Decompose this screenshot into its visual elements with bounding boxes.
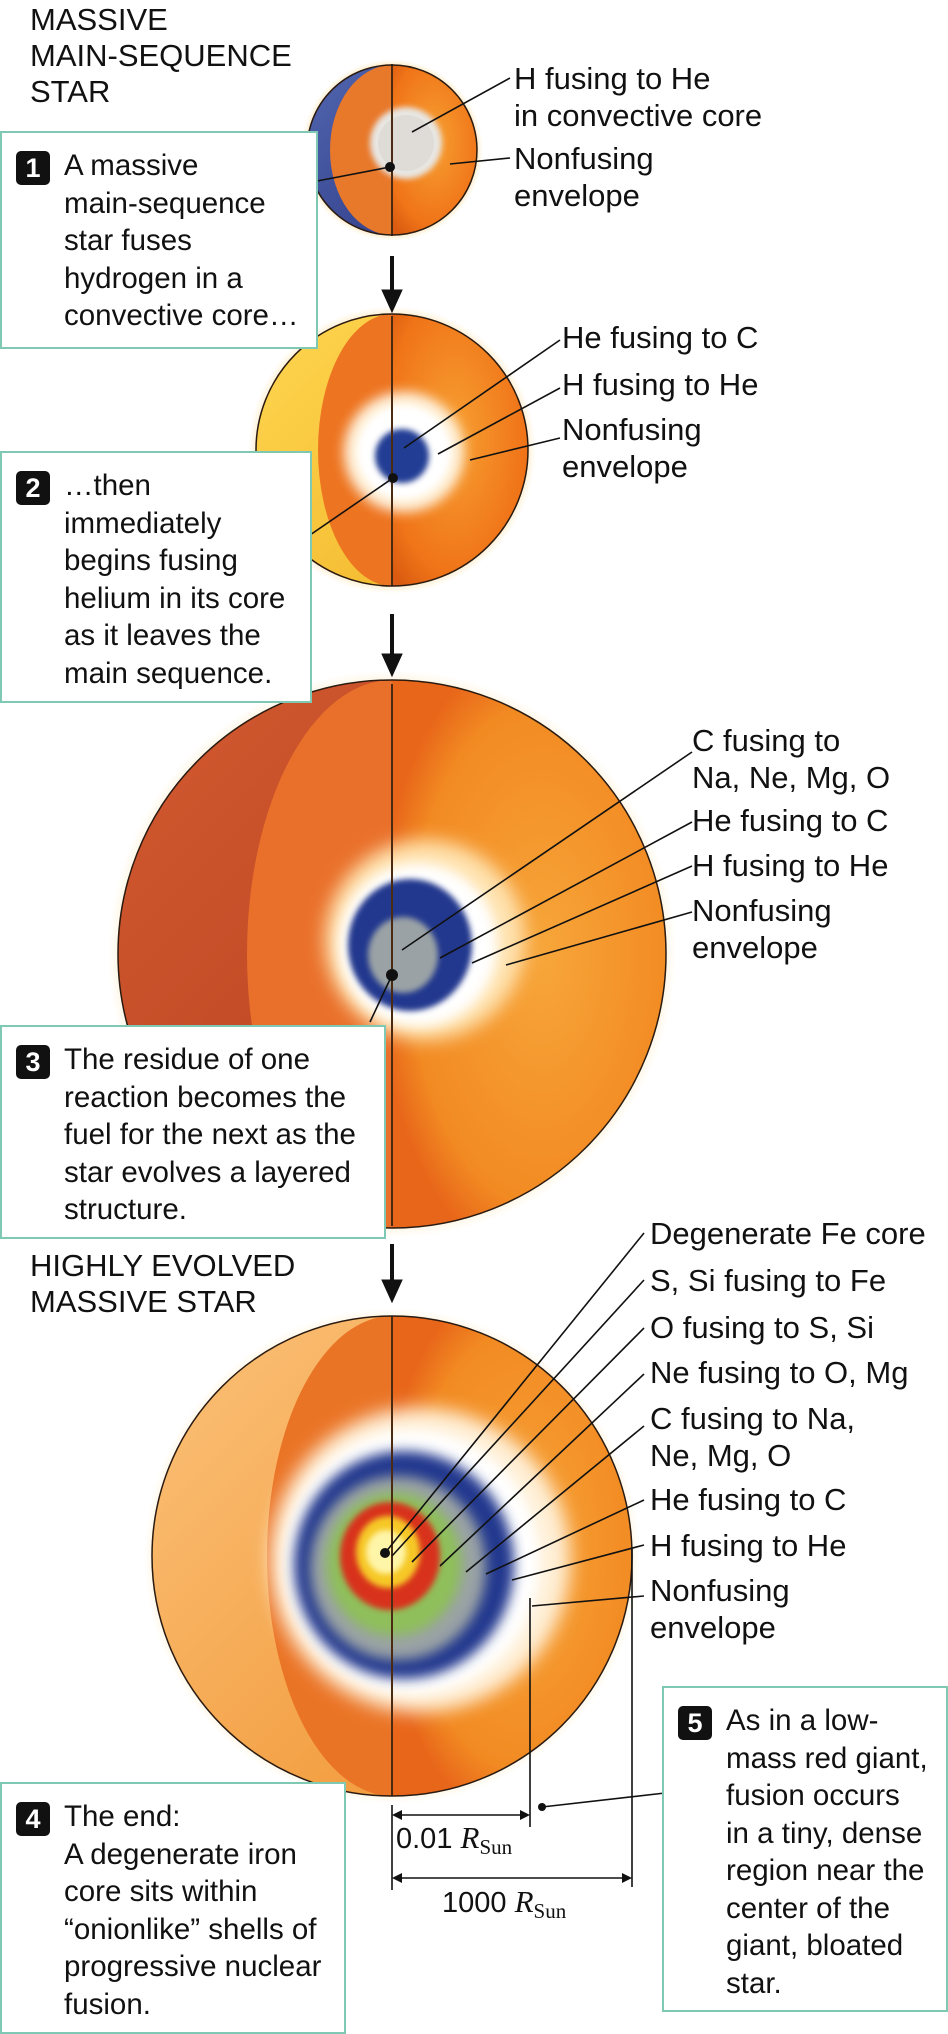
step-text: As in a low- mass red giant, fusion occu… bbox=[726, 1704, 928, 2000]
step-text: …then immediately begins fusing helium i… bbox=[64, 469, 286, 690]
scale-bars bbox=[391, 1548, 633, 1890]
stage-arrows bbox=[381, 256, 403, 1304]
star-onion-shells bbox=[144, 1308, 640, 1804]
label-o-fusing: O fusing to S, Si bbox=[650, 1310, 874, 1345]
step-text: The residue of one reaction becomes the … bbox=[64, 1043, 356, 1226]
step-number-badge: 3 bbox=[16, 1045, 50, 1079]
step-text: A massive main-sequence star fuses hydro… bbox=[64, 149, 299, 332]
carbon-core bbox=[368, 917, 438, 993]
step-box-5: 5 As in a low- mass red giant, fusion oc… bbox=[662, 1686, 948, 2012]
scale-label-star: 1000 RSun bbox=[442, 1884, 567, 1923]
step-number-badge: 4 bbox=[16, 1802, 50, 1836]
scale-label-core: 0.01 RSun bbox=[396, 1820, 513, 1859]
stage-title-highly-evolved: HIGHLY EVOLVED MASSIVE STAR bbox=[30, 1248, 296, 1319]
step-number-badge: 5 bbox=[678, 1706, 712, 1740]
star-helium-burning bbox=[248, 306, 536, 594]
label-he-fusing-to-c-4: He fusing to C bbox=[650, 1482, 847, 1517]
label-h-fusing-to-he-3: H fusing to He bbox=[692, 848, 889, 883]
step-box-3: 3 The residue of one reaction becomes th… bbox=[0, 1025, 386, 1239]
step-box-4: 4 The end: A degenerate iron core sits w… bbox=[0, 1782, 346, 2034]
label-he-fusing-to-c-2: He fusing to C bbox=[562, 320, 759, 355]
step-number-badge: 2 bbox=[16, 471, 50, 505]
helium-core bbox=[375, 429, 429, 483]
label-degenerate-fe-core: Degenerate Fe core bbox=[650, 1216, 926, 1251]
label-ne-fusing: Ne fusing to O, Mg bbox=[650, 1355, 909, 1390]
label-c-fusing-4: C fusing to Na,Ne, Mg, O bbox=[650, 1401, 856, 1473]
step-box-1: 1 A massive main-sequence star fuses hyd… bbox=[0, 131, 318, 349]
star-main-sequence bbox=[301, 59, 483, 241]
label-s-si-fusing: S, Si fusing to Fe bbox=[650, 1263, 887, 1298]
leader-lines bbox=[309, 77, 693, 1808]
step-box-2: 2 …then immediately begins fusing helium… bbox=[0, 451, 312, 703]
label-h-fusing-to-he-2: H fusing to He bbox=[562, 367, 759, 402]
step-text: The end: A degenerate iron core sits wit… bbox=[64, 1800, 322, 2021]
label-he-fusing-to-c-3: He fusing to C bbox=[692, 803, 889, 838]
label-h-fusing-to-he-4: H fusing to He bbox=[650, 1528, 847, 1563]
stage-title-main-sequence: MASSIVE MAIN-SEQUENCE STAR bbox=[30, 2, 292, 109]
step-number-badge: 1 bbox=[16, 151, 50, 185]
